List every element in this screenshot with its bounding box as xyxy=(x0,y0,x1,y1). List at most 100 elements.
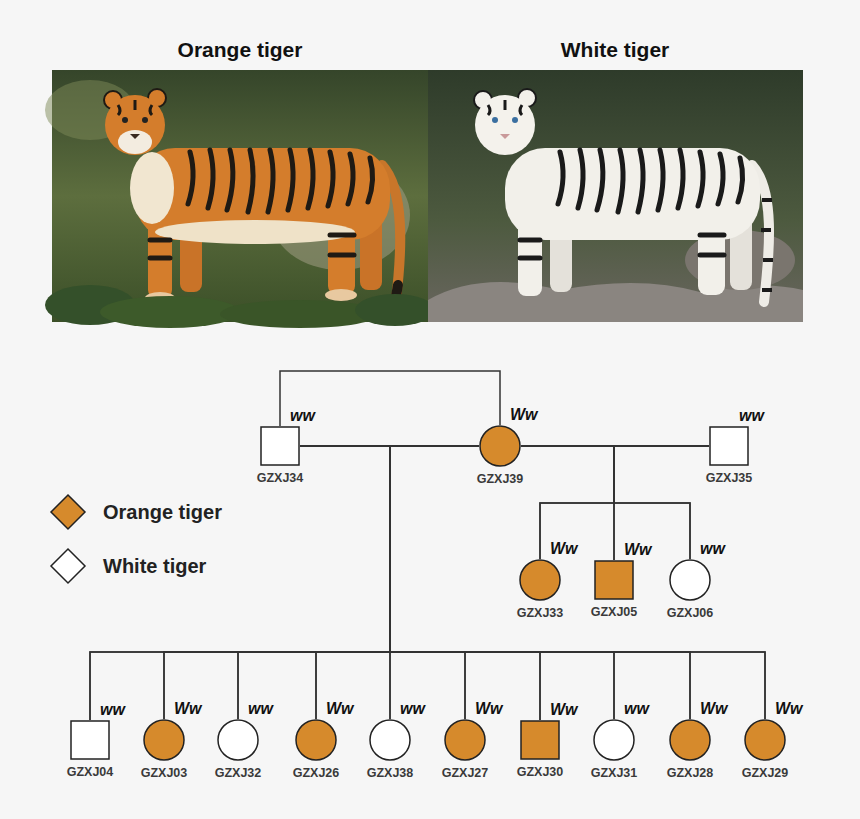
female-circle: WwGZXJ33 xyxy=(519,559,561,601)
tiger-id: GZXJ04 xyxy=(67,765,114,779)
female-circle: wwGZXJ38 xyxy=(369,719,411,761)
female-circle: wwGZXJ06 xyxy=(669,559,711,601)
genotype-label: ww xyxy=(700,540,725,558)
legend-text: Orange tiger xyxy=(103,501,222,524)
descent-line xyxy=(300,446,765,719)
circle-shape xyxy=(480,426,520,466)
square-shape xyxy=(595,561,633,599)
genotype-label: Ww xyxy=(475,700,503,718)
tiger-id: GZXJ05 xyxy=(591,605,638,619)
descent-line xyxy=(300,446,390,719)
node-outline xyxy=(709,426,749,466)
descent-line xyxy=(300,446,690,719)
descent-line xyxy=(390,446,540,720)
circle-shape xyxy=(370,720,410,760)
node-outline xyxy=(295,719,337,761)
tiger-id: GZXJ06 xyxy=(667,606,714,620)
genotype-label: ww xyxy=(248,700,273,718)
circle-shape xyxy=(670,560,710,600)
descent-line xyxy=(390,446,479,719)
node-outline xyxy=(669,719,711,761)
descent-line xyxy=(238,446,479,719)
circle-shape xyxy=(745,720,785,760)
female-circle: WwGZXJ39 xyxy=(479,425,521,467)
square-shape xyxy=(710,427,748,465)
node-outline xyxy=(519,559,561,601)
female-circle: WwGZXJ27 xyxy=(444,719,486,761)
female-circle: WwGZXJ03 xyxy=(143,719,185,761)
legend-diamond xyxy=(49,493,87,531)
circle-shape xyxy=(218,720,258,760)
descent-line xyxy=(300,446,614,719)
genotype-label: Ww xyxy=(550,540,578,558)
descent-line xyxy=(164,446,479,719)
tiger-id: GZXJ29 xyxy=(742,766,789,780)
male-square: wwGZXJ04 xyxy=(70,720,110,760)
genotype-label: Ww xyxy=(326,700,354,718)
genotype-label: ww xyxy=(624,700,649,718)
tiger-id: GZXJ35 xyxy=(706,471,753,485)
female-circle: WwGZXJ29 xyxy=(744,719,786,761)
descent-line xyxy=(90,446,390,720)
circle-shape xyxy=(144,720,184,760)
square-shape xyxy=(521,721,559,759)
descent-line xyxy=(316,446,479,719)
descent-line xyxy=(614,446,709,560)
descent-line xyxy=(90,446,479,720)
descent-line xyxy=(300,446,465,719)
circle-shape xyxy=(520,560,560,600)
genotype-label: Ww xyxy=(510,406,538,424)
node-outline xyxy=(217,719,259,761)
legend-diamond-shape xyxy=(51,549,85,583)
legend-text: White tiger xyxy=(103,555,206,578)
node-outline xyxy=(669,559,711,601)
tiger-id: GZXJ27 xyxy=(442,766,489,780)
node-outline xyxy=(593,719,635,761)
node-outline xyxy=(479,425,521,467)
genotype-label: ww xyxy=(400,700,425,718)
genotype-label: ww xyxy=(100,701,125,719)
female-circle: wwGZXJ32 xyxy=(217,719,259,761)
genotype-label: Ww xyxy=(775,700,803,718)
circle-shape xyxy=(445,720,485,760)
square-shape xyxy=(71,721,109,759)
tiger-id: GZXJ31 xyxy=(591,766,638,780)
descent-line xyxy=(390,446,479,719)
tiger-id: GZXJ30 xyxy=(517,765,564,779)
descent-line xyxy=(238,446,390,719)
descent-line xyxy=(300,446,540,720)
node-outline xyxy=(744,719,786,761)
node-outline xyxy=(143,719,185,761)
descent-line xyxy=(390,446,614,719)
genotype-label: Ww xyxy=(550,701,578,719)
female-circle: wwGZXJ31 xyxy=(593,719,635,761)
circle-shape xyxy=(594,720,634,760)
tiger-id: GZXJ32 xyxy=(215,766,262,780)
tiger-id: GZXJ26 xyxy=(293,766,340,780)
genotype-label: ww xyxy=(739,407,764,425)
circle-shape xyxy=(670,720,710,760)
square-shape xyxy=(261,427,299,465)
female-circle: WwGZXJ28 xyxy=(669,719,711,761)
node-outline xyxy=(444,719,486,761)
mating-loop-line xyxy=(280,371,500,426)
node-outline xyxy=(594,560,634,600)
tiger-id: GZXJ33 xyxy=(517,606,564,620)
genotype-label: ww xyxy=(290,407,315,425)
tiger-id: GZXJ28 xyxy=(667,766,714,780)
male-square: WwGZXJ05 xyxy=(594,560,634,600)
descent-line xyxy=(300,446,390,719)
female-circle: WwGZXJ26 xyxy=(295,719,337,761)
tiger-id: GZXJ38 xyxy=(367,766,414,780)
tiger-id: GZXJ34 xyxy=(257,471,304,485)
legend-diamond xyxy=(49,547,87,585)
male-square: WwGZXJ30 xyxy=(520,720,560,760)
circle-shape xyxy=(296,720,336,760)
descent-line xyxy=(164,446,390,719)
tiger-id: GZXJ39 xyxy=(477,472,524,486)
photo-heading: White tiger xyxy=(561,38,670,62)
node-outline xyxy=(70,720,110,760)
